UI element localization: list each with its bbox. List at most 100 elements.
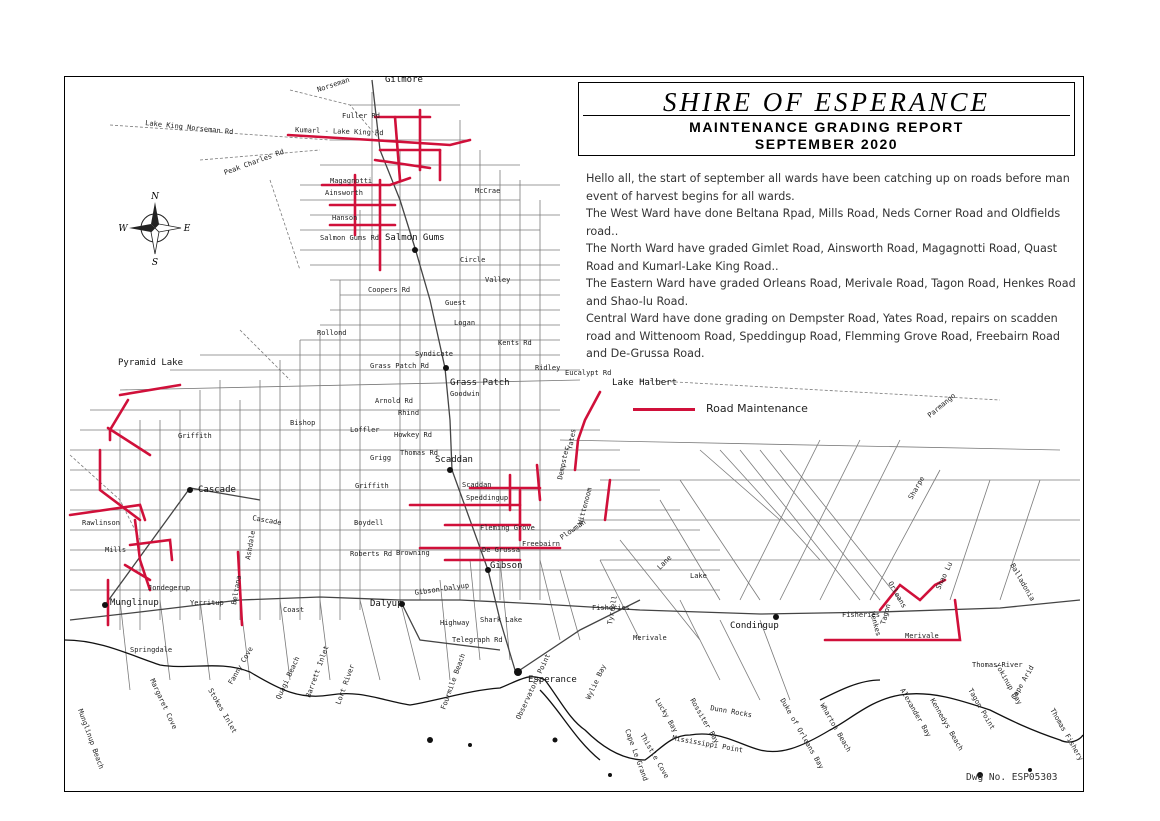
title-main: SHIRE OF ESPERANCE bbox=[663, 87, 990, 117]
road-label-grigg: Grigg bbox=[370, 454, 391, 462]
road-label-guest: Guest bbox=[445, 299, 466, 307]
road-label-salmon-gums-rd: Salmon Gums Rd bbox=[320, 234, 379, 242]
town-label-munglinup: Munglinup bbox=[110, 598, 159, 608]
road-label-de-grussa: De Grussa bbox=[482, 546, 520, 554]
town-label-pyramid-lake: Pyramid Lake bbox=[118, 358, 183, 368]
compass-north: N bbox=[150, 192, 160, 202]
coast-label-observatory-point: Observatory Point bbox=[515, 653, 553, 721]
road-label-coast: Coast bbox=[283, 606, 304, 614]
road-label-loffler: Loffler bbox=[350, 426, 380, 434]
road-label-rawlinson: Rawlinson bbox=[82, 519, 120, 527]
road-label-thomas: Thomas Rd bbox=[400, 449, 438, 457]
road-label-telegraph: Telegraph Rd bbox=[452, 636, 503, 644]
coast-label-barrett-inlet: Barrett Inlet bbox=[304, 644, 330, 698]
road-label-logan: Logan bbox=[454, 319, 475, 327]
coast-label-mississippi-point: Mississippi Point bbox=[672, 734, 744, 754]
road-label-circle: Circle bbox=[460, 256, 485, 264]
town-label-cascade: Cascade bbox=[198, 485, 236, 495]
compass-west: W bbox=[118, 224, 128, 234]
road-label-balladonia: Balladonia bbox=[1008, 562, 1036, 603]
road-label-syndicate: Syndicate bbox=[415, 350, 453, 358]
report-west-ward: The West Ward have done Beltana Rpad, Mi… bbox=[586, 207, 1061, 238]
coast-label-munglinup-beach: Munglinup Beach bbox=[76, 708, 105, 770]
coast-labels: Munglinup Beach Margaret Cove Stokes Inl… bbox=[76, 644, 1084, 782]
road-label-grass-patch-rd: Grass Patch Rd bbox=[370, 362, 429, 370]
town-label-dalyup: Dalyup bbox=[370, 599, 403, 609]
town-label-esperance: Esperance bbox=[528, 675, 577, 685]
road-label-freebairn: Freebairn bbox=[522, 540, 560, 548]
road-label-peak-charles: Peak Charles Rd bbox=[223, 148, 285, 177]
road-network bbox=[69, 89, 1080, 701]
islands bbox=[427, 737, 1032, 778]
report-text: Hello all, the start of september all wa… bbox=[586, 170, 1078, 363]
coast-label-thomas-fishery: Thomas Fishery bbox=[1048, 707, 1084, 762]
report-central-ward: Central Ward have done grading on Dempst… bbox=[586, 312, 1060, 360]
road-label-goodwin: Goodwin bbox=[450, 390, 480, 398]
road-label-arnold: Arnold Rd bbox=[375, 397, 413, 405]
road-label-kents: Kents Rd bbox=[498, 339, 532, 347]
road-label-springdale: Springdale bbox=[130, 646, 172, 654]
report-intro: Hello all, the start of september all wa… bbox=[586, 172, 1070, 203]
town-markers bbox=[102, 247, 779, 676]
coast-label-fanny-cove: Fanny Cove bbox=[227, 645, 255, 686]
road-label-ashdale: Ashdale bbox=[244, 530, 257, 560]
road-label-magagnotti: Magagnotti bbox=[330, 177, 372, 185]
town-label-scaddan: Scaddan bbox=[435, 455, 473, 465]
road-label-lake-king-norseman: Lake King Norseman Rd bbox=[145, 119, 234, 136]
coast-label-margaret-cove: Margaret Cove bbox=[148, 677, 178, 730]
maintained-roads bbox=[68, 108, 962, 642]
road-label-speddingup: Speddingup bbox=[466, 494, 508, 502]
title-block: SHIRE OF ESPERANCE MAINTENANCE GRADING R… bbox=[578, 82, 1075, 156]
coast-label-stokes-inlet: Stokes Inlet bbox=[206, 687, 238, 735]
report-north-ward: The North Ward have graded Gimlet Road, … bbox=[586, 242, 1058, 273]
road-label-scaddan-rd: Scaddan bbox=[462, 481, 492, 489]
road-label-fuller: Fuller Rd bbox=[342, 112, 380, 120]
compass-east: E bbox=[183, 224, 191, 234]
legend-label-road-maintenance: Road Maintenance bbox=[706, 402, 808, 415]
road-labels: Norseman Lake King Norseman Rd Kumarl - … bbox=[82, 76, 1036, 669]
coast-label-lucky-bay: Lucky Bay bbox=[653, 697, 679, 734]
road-label-griffith: Griffith bbox=[355, 482, 389, 490]
road-label-ridley: Ridley bbox=[535, 364, 560, 372]
road-label-merivale: Merivale bbox=[633, 634, 667, 642]
road-label-highway: Highway bbox=[440, 619, 470, 627]
compass-south: S bbox=[152, 258, 158, 268]
town-label-gilmore: Gilmore bbox=[385, 75, 423, 85]
town-label-salmon-gums: Salmon Gums bbox=[385, 233, 445, 243]
road-label-fisheries: Fisheries bbox=[592, 604, 630, 612]
road-label-dempster: Dempster bbox=[556, 446, 571, 481]
road-label-lake: Lake bbox=[690, 572, 707, 580]
road-label-browning: Browning bbox=[396, 549, 430, 557]
road-label-cascade-rd: Cascade bbox=[252, 514, 282, 527]
title-subtitle-report: MAINTENANCE GRADING REPORT bbox=[689, 119, 964, 135]
road-label-fleming-grove: Fleming Grove bbox=[480, 524, 535, 532]
coast-label-kennedys-beach: Kennedys Beach bbox=[928, 697, 964, 752]
road-label-eucalypt: Eucalypt Rd bbox=[565, 369, 611, 377]
town-label-lake-halbert: Lake Halbert bbox=[612, 378, 677, 388]
legend-swatch-road-maintenance bbox=[633, 408, 695, 411]
title-subtitle-date: SEPTEMBER 2020 bbox=[754, 136, 899, 152]
road-label-ainsworth: Ainsworth bbox=[325, 189, 363, 197]
highways bbox=[69, 79, 1081, 671]
town-label-gibson: Gibson bbox=[490, 561, 523, 571]
map-frame bbox=[64, 76, 1084, 792]
road-label-griffith-w: Griffith bbox=[178, 432, 212, 440]
road-label-shark-lake: Shark Lake bbox=[480, 616, 522, 624]
coast-label-wylie-bay: Wylie Bay bbox=[585, 663, 608, 701]
road-label-fisheries-e: Fisheries bbox=[842, 611, 880, 619]
title-divider bbox=[583, 115, 1070, 116]
road-label-merivale-e: Merivale bbox=[905, 632, 939, 640]
road-label-lane: Lane bbox=[656, 554, 674, 572]
road-label-mccrae: McCrae bbox=[475, 187, 500, 195]
town-label-condingup: Condingup bbox=[730, 621, 779, 631]
road-label-bishop: Bishop bbox=[290, 419, 315, 427]
road-label-sharpe: Sharpe bbox=[907, 475, 927, 501]
road-label-hanson: Hanson bbox=[332, 214, 357, 222]
compass-rose-icon: N S E W bbox=[118, 192, 190, 268]
road-label-norseman: Norseman bbox=[316, 76, 351, 94]
coastline bbox=[65, 639, 1083, 761]
town-label-grass-patch: Grass Patch bbox=[450, 378, 510, 388]
road-label-boydell: Boydell bbox=[354, 519, 384, 527]
road-label-thomas-river: Thomas River bbox=[972, 661, 1023, 669]
